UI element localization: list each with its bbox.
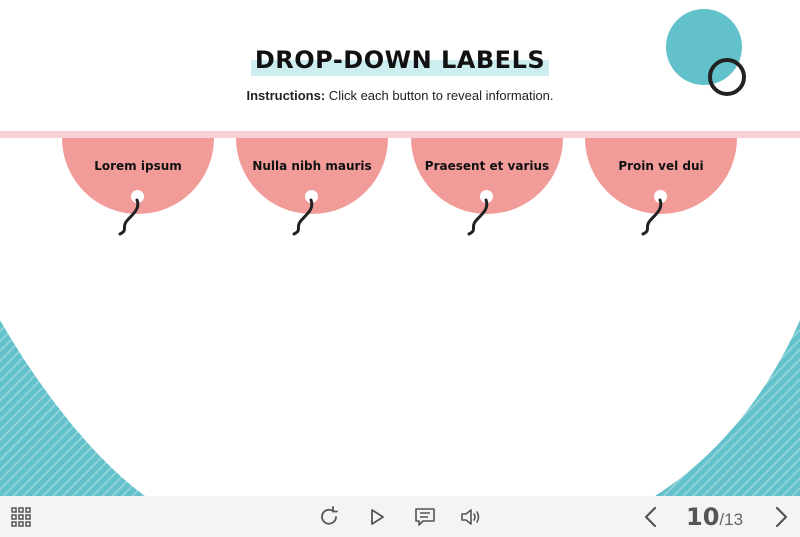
volume-button[interactable] — [456, 496, 486, 537]
string-icon — [641, 198, 663, 236]
menu-button[interactable] — [6, 496, 36, 537]
notes-button[interactable] — [410, 496, 440, 537]
drop-down-label-2[interactable]: Nulla nibh mauris — [236, 138, 388, 236]
pin-icon — [480, 190, 493, 203]
previous-slide-button[interactable] — [636, 496, 666, 537]
label-text: Nulla nibh mauris — [252, 159, 372, 173]
player-toolbar: 10/13 — [0, 496, 800, 537]
string-icon — [118, 198, 140, 236]
title-container: DROP-DOWN LABELS — [0, 46, 800, 74]
drop-down-label-3[interactable]: Praesent et varius — [411, 138, 563, 236]
grid-menu-icon — [11, 506, 31, 527]
next-slide-button[interactable] — [766, 496, 796, 537]
current-slide-number: 10 — [686, 502, 720, 531]
instructions-text: Click each button to reveal information. — [325, 88, 554, 103]
title-highlight — [251, 60, 549, 76]
page-title: DROP-DOWN LABELS — [254, 46, 546, 74]
instructions-label: Instructions: — [246, 88, 326, 103]
label-text: Praesent et varius — [424, 159, 550, 173]
drop-down-label-1[interactable]: Lorem ipsum — [62, 138, 214, 236]
string-icon — [292, 198, 314, 236]
pin-icon — [305, 190, 318, 203]
total-slides: 13 — [724, 509, 744, 529]
label-text: Proin vel dui — [618, 159, 704, 173]
play-icon — [371, 508, 384, 525]
volume-icon — [461, 508, 480, 525]
label-text: Lorem ipsum — [94, 159, 182, 173]
right-decoration — [655, 320, 800, 496]
replay-button[interactable] — [314, 496, 344, 537]
replay-icon — [321, 505, 338, 525]
play-button[interactable] — [362, 496, 392, 537]
slide-canvas: DROP-DOWN LABELS Instructions: Click eac… — [0, 9, 800, 496]
left-decoration — [0, 320, 145, 496]
slide-separator: / — [719, 509, 725, 529]
chevron-right-icon — [775, 506, 788, 527]
decorative-ring — [708, 58, 746, 96]
drop-down-label-4[interactable]: Proin vel dui — [585, 138, 737, 236]
instructions: Instructions: Click each button to revea… — [0, 88, 800, 103]
notes-icon — [415, 507, 435, 526]
pin-icon — [131, 190, 144, 203]
pin-icon — [654, 190, 667, 203]
chevron-left-icon — [644, 506, 657, 527]
label-rail — [0, 131, 800, 138]
string-icon — [467, 198, 489, 236]
slide-counter: 10/13 — [686, 496, 743, 537]
